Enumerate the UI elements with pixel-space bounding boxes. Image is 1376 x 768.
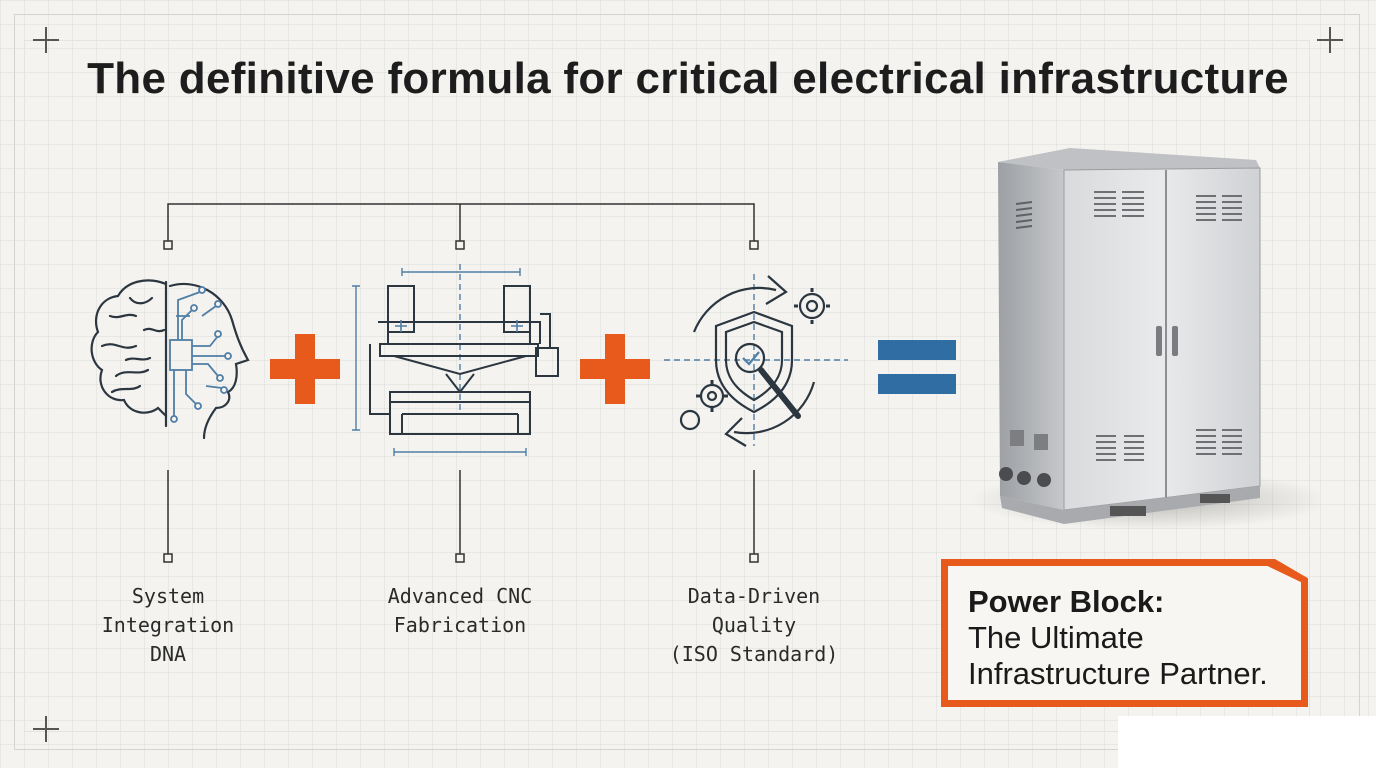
cnc-press-brake-icon — [352, 264, 559, 456]
brain-circuit-icon — [90, 279, 250, 440]
plus-icon — [580, 334, 650, 404]
crosshair-icon — [1317, 27, 1343, 53]
component-label-data-driven-quality: Data-Driven Quality (ISO Standard) — [669, 584, 839, 666]
crosshair-icon — [33, 27, 59, 53]
component-label-cnc-fabrication: Advanced CNC Fabrication — [387, 584, 533, 637]
component-label-system-integration: System Integration DNA — [101, 584, 235, 666]
plus-icon — [270, 334, 340, 404]
quality-shield-gear-icon — [664, 274, 848, 447]
electrical-enclosure-cabinet — [970, 148, 1320, 530]
result-subtitle-line: Infrastructure Partner. — [968, 656, 1268, 691]
inner-frame — [24, 40, 1310, 732]
equals-icon — [878, 340, 956, 394]
outer-frame — [14, 14, 1360, 750]
result-callout: Power Block: The Ultimate Infrastructure… — [941, 559, 1308, 707]
page-title: The definitive formula for critical elec… — [87, 54, 1289, 103]
result-title: Power Block: — [968, 584, 1165, 619]
crosshair-icon — [33, 716, 59, 742]
blank-corner-patch — [1118, 716, 1376, 768]
result-subtitle-line: The Ultimate — [968, 620, 1144, 655]
